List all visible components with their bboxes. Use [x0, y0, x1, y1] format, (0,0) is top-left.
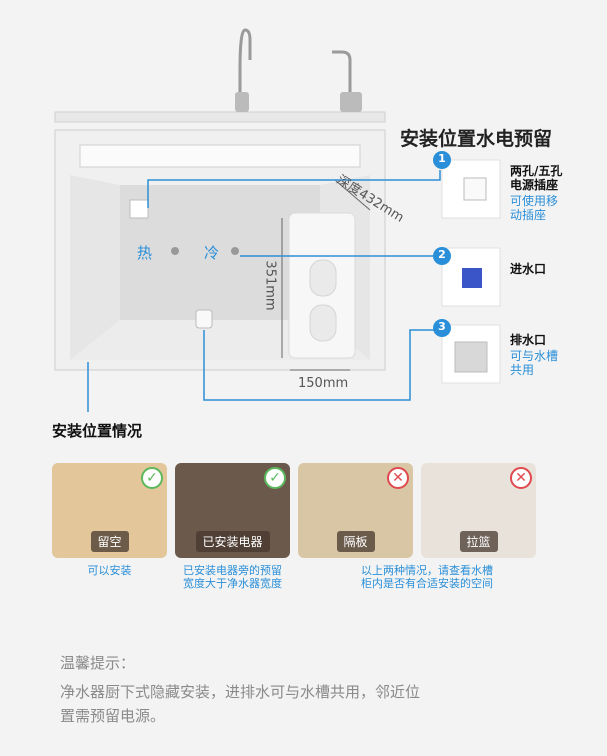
caption-appliance: 已安装电器旁的预留 宽度大于净水器宽度 — [183, 564, 282, 590]
annotation-3-title: 排水口 — [510, 333, 547, 347]
check-icon: ✓ — [264, 467, 286, 489]
cabinet-illustration — [54, 28, 501, 412]
situation-card-shelf: ✕ 隔板 — [298, 463, 413, 558]
card-tag: 拉篮 — [459, 531, 498, 552]
water-purifier-icon — [288, 212, 356, 359]
diagram-title: 安装位置水电预留 — [400, 128, 553, 150]
card-tag: 已安装电器 — [195, 531, 270, 552]
tips-body: 净水器厨下式隐藏安装，进排水可与水槽共用，邻近位 置需预留电源。 — [60, 683, 421, 725]
situation-card-basket: ✕ 拉篮 — [421, 463, 536, 558]
annotation-1-title: 两孔/五孔 电源插座 — [510, 164, 563, 192]
card-tag: 隔板 — [336, 531, 375, 552]
caption-empty: 可以安装 — [87, 564, 132, 577]
caption-shelf-basket: 以上两种情况，请查看水槽 柜内是否有合适安装的空间 — [361, 564, 493, 590]
situation-card-appliance: ✓ 已安装电器 — [175, 463, 290, 558]
installation-diagram: 安装位置水电预留 热 冷 深度432mm 351mm 150mm 1 2 3 两… — [54, 28, 563, 412]
situations-title: 安装位置情况 — [52, 422, 143, 440]
annotation-number-1: 1 — [438, 152, 446, 165]
annotation-number-3: 3 — [438, 320, 446, 333]
socket-icon — [129, 199, 149, 219]
check-icon: ✓ — [141, 467, 163, 489]
annotation-3-sub: 可与水槽 共用 — [510, 349, 559, 377]
cold-valve-icon — [231, 247, 239, 255]
height-label: 351mm — [262, 260, 278, 311]
hot-label: 热 — [137, 244, 153, 262]
faucet-right-icon — [332, 50, 362, 112]
annotation-2-title: 进水口 — [510, 262, 547, 276]
hot-valve-icon — [171, 247, 179, 255]
annotation-1-sub: 可使用移 动插座 — [510, 194, 559, 222]
annotation-number-2: 2 — [438, 248, 446, 261]
card-tag: 留空 — [90, 531, 129, 552]
faucet-left-icon — [235, 28, 252, 112]
drain-icon — [195, 309, 213, 329]
cross-icon: ✕ — [387, 467, 409, 489]
cross-icon: ✕ — [510, 467, 532, 489]
tips-title: 温馨提示： — [60, 654, 136, 672]
situation-card-empty: ✓ 留空 — [52, 463, 167, 558]
cold-label: 冷 — [204, 244, 220, 262]
width-label: 150mm — [298, 376, 349, 391]
